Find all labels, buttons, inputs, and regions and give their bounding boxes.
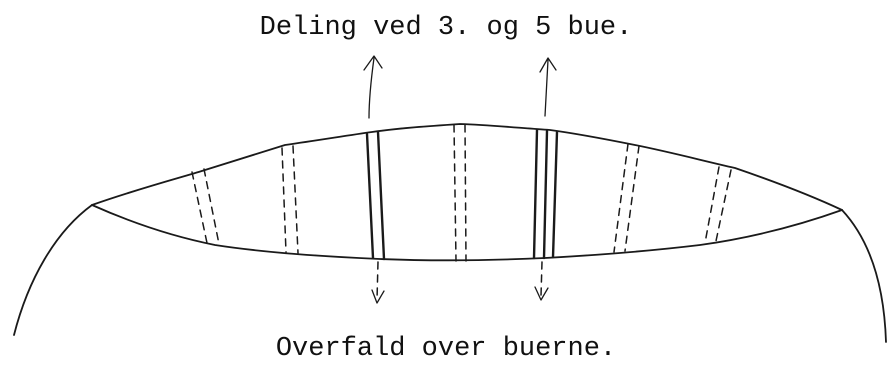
division-3a xyxy=(365,132,375,260)
division-2a xyxy=(281,147,287,253)
division-3b xyxy=(376,130,386,261)
division-6b xyxy=(624,145,640,252)
division-center-b xyxy=(464,124,467,262)
division-5b xyxy=(542,129,549,260)
band-lower-edge xyxy=(91,204,843,262)
down-arrow-right-stem xyxy=(540,261,543,297)
up-arrow-left xyxy=(363,55,383,119)
division-7b xyxy=(715,169,732,242)
division-5a xyxy=(532,128,539,260)
outer-arc xyxy=(13,204,887,343)
band-upper-edge xyxy=(91,123,843,211)
division-2b xyxy=(292,145,299,254)
arch-divisions xyxy=(191,124,732,262)
bottom-caption: Overfald over buerne. xyxy=(275,334,617,364)
up-arrow-right xyxy=(539,57,557,117)
division-7a xyxy=(704,166,720,244)
down-arrow-left-head xyxy=(371,289,385,304)
top-caption: Deling ved 3. og 5 bue. xyxy=(259,13,633,43)
down-arrow-right-head xyxy=(534,286,549,301)
division-center-a xyxy=(453,124,457,262)
division-1a xyxy=(191,171,208,244)
down-arrow-left-stem xyxy=(376,261,379,301)
division-5c xyxy=(551,130,559,259)
down-arrows xyxy=(371,261,549,304)
up-arrows xyxy=(363,55,557,119)
division-1b xyxy=(203,168,220,245)
division-6a xyxy=(613,143,629,253)
